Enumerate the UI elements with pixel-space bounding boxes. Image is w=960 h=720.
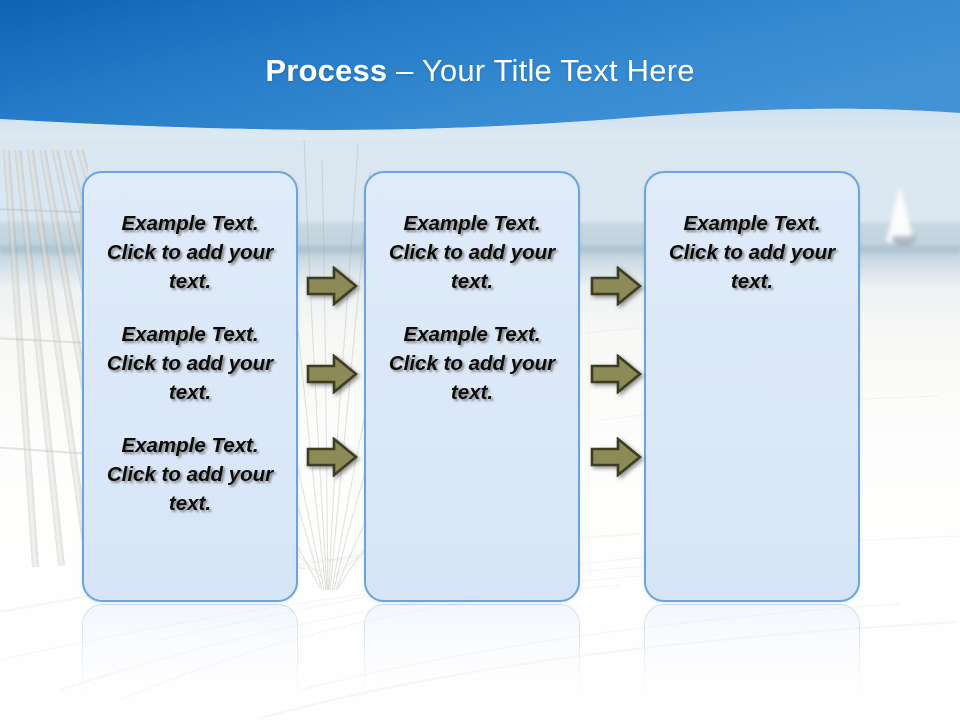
process-box-2-paragraph-1[interactable]: Example Text. Click to add your text. xyxy=(388,212,556,293)
title-strong: Process xyxy=(265,53,388,88)
process-box-1-paragraph-3[interactable]: Example Text. Click to add your text. xyxy=(106,434,274,515)
title-rest: – Your Title Text Here xyxy=(387,53,695,88)
hull-shape xyxy=(892,236,916,246)
right-arrow-icon-2a[interactable] xyxy=(590,266,642,306)
process-box-1-paragraph-1[interactable]: Example Text. Click to add your text. xyxy=(106,212,274,293)
process-box-2-reflection xyxy=(364,604,580,720)
process-box-1-paragraph-2[interactable]: Example Text. Click to add your text. xyxy=(106,323,274,404)
header-wave-banner xyxy=(0,0,960,140)
right-arrow-icon-1a[interactable] xyxy=(306,266,358,306)
process-box-2[interactable]: Example Text. Click to add your text. Ex… xyxy=(364,171,580,602)
process-box-1[interactable]: Example Text. Click to add your text. Ex… xyxy=(82,171,298,602)
process-box-2-paragraph-2[interactable]: Example Text. Click to add your text. xyxy=(388,323,556,404)
right-arrow-icon-2c[interactable] xyxy=(590,437,642,477)
right-arrow-icon-2b[interactable] xyxy=(590,354,642,394)
page-title: Process – Your Title Text Here xyxy=(0,52,960,90)
beach-fence-photo xyxy=(0,150,88,590)
process-box-1-reflection xyxy=(82,604,298,720)
process-box-3[interactable]: Example Text. Click to add your text. xyxy=(644,171,860,602)
process-box-3-reflection xyxy=(644,604,860,720)
right-arrow-icon-1b[interactable] xyxy=(306,354,358,394)
sailboat-icon xyxy=(880,186,924,248)
sail-shape xyxy=(886,186,914,242)
process-box-3-paragraph-1[interactable]: Example Text. Click to add your text. xyxy=(668,212,836,293)
right-arrow-icon-1c[interactable] xyxy=(306,437,358,477)
